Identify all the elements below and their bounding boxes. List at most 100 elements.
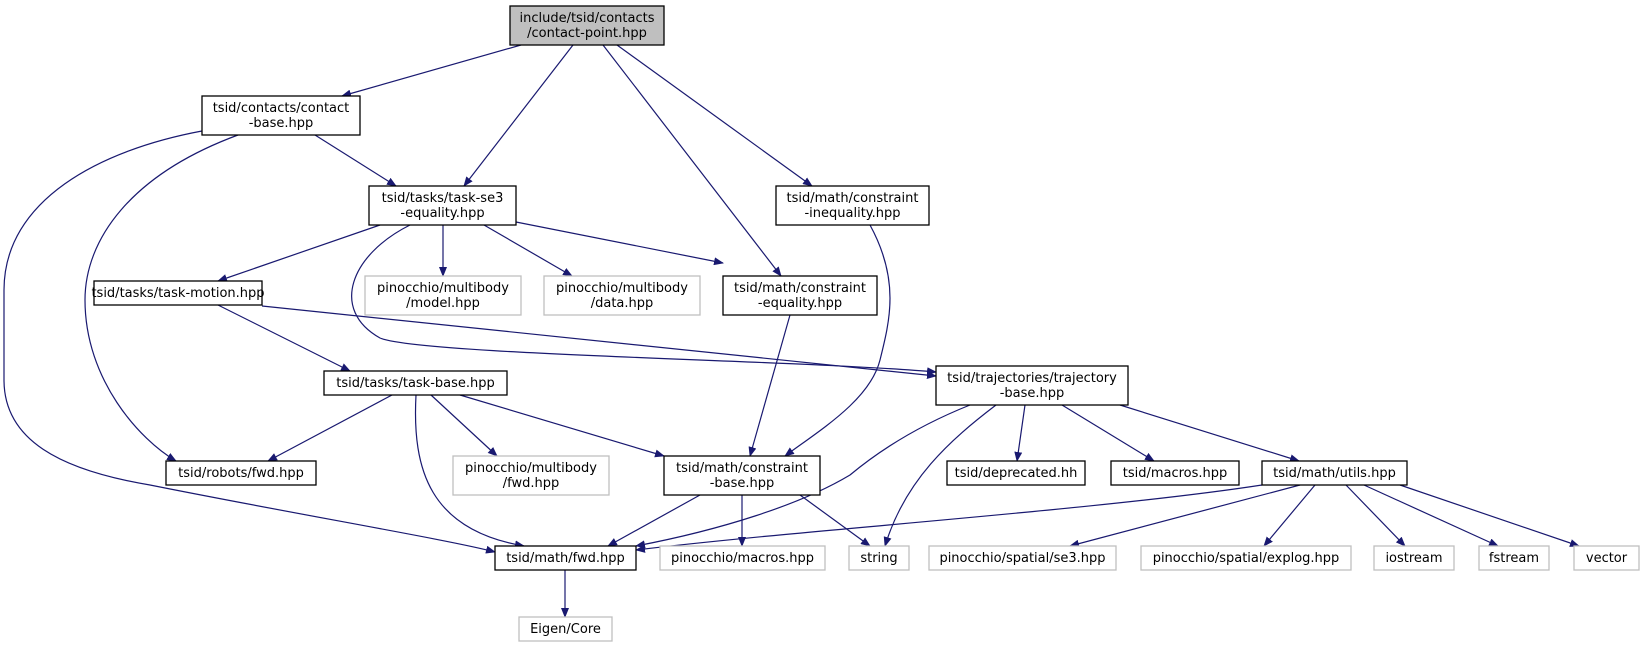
edge-arrow bbox=[459, 394, 665, 458]
node-task-motion[interactable]: tsid/tasks/task-motion.hpp bbox=[91, 280, 265, 306]
node-utils[interactable]: tsid/math/utils.hpp bbox=[1261, 460, 1408, 486]
edge-utils-to-fstream bbox=[1363, 484, 1499, 547]
edge-task-base-to-cbase bbox=[459, 394, 665, 458]
node-ineq[interactable]: tsid/math/constraint-inequality.hpp bbox=[775, 185, 930, 226]
node-robots-fwd[interactable]: tsid/robots/fwd.hpp bbox=[165, 460, 317, 486]
edge-arrow bbox=[1069, 484, 1301, 548]
node-deprecated[interactable]: tsid/deprecated.hh bbox=[946, 460, 1086, 486]
edges-layer bbox=[3, 44, 1580, 618]
node-label-line: pinocchio/multibody bbox=[465, 461, 597, 476]
node-label-line: pinocchio/macros.hpp bbox=[671, 551, 814, 566]
node-fstream: fstream bbox=[1478, 545, 1550, 571]
node-label-line: tsid/math/utils.hpp bbox=[1273, 466, 1396, 481]
node-root[interactable]: include/tsid/contacts/contact-point.hpp bbox=[509, 5, 665, 46]
node-box bbox=[848, 545, 910, 571]
edge-task-se3-to-equality bbox=[515, 221, 724, 266]
edge-arrow bbox=[748, 314, 791, 457]
node-label-line: vector bbox=[1586, 551, 1628, 566]
node-label-line: -inequality.hpp bbox=[804, 206, 900, 221]
edge-task-motion-to-task-base bbox=[217, 304, 351, 372]
edge-arrow bbox=[607, 494, 701, 547]
node-task-base[interactable]: tsid/tasks/task-base.hpp bbox=[323, 370, 508, 396]
edge-traj-base-to-utils bbox=[1119, 404, 1300, 463]
node-label-line: tsid/trajectories/trajectory bbox=[947, 371, 1117, 386]
node-eigen: Eigen/Core bbox=[518, 616, 613, 642]
node-label-line: pinocchio/spatial/explog.hpp bbox=[1153, 551, 1340, 566]
edge-task-motion-to-traj-base bbox=[261, 305, 937, 380]
node-label-line: tsid/math/constraint bbox=[676, 461, 808, 476]
edge-arrow bbox=[1363, 484, 1499, 547]
edge-contact-base-to-robots-fwd bbox=[84, 134, 239, 462]
node-label-line: /fwd.hpp bbox=[503, 476, 560, 491]
edge-cbase-to-math-fwd bbox=[607, 494, 701, 547]
edge-traj-base-to-string bbox=[883, 404, 997, 547]
node-box bbox=[722, 275, 878, 316]
node-box bbox=[659, 545, 826, 571]
node-box bbox=[1110, 460, 1240, 486]
edge-arrow bbox=[1119, 404, 1300, 463]
node-label-line: /data.hpp bbox=[591, 296, 654, 311]
node-math-fwd[interactable]: tsid/math/fwd.hpp bbox=[494, 545, 637, 571]
node-pin-model: pinocchio/multibody/model.hpp bbox=[364, 275, 522, 316]
node-label-line: tsid/tasks/task-se3 bbox=[382, 191, 504, 206]
node-traj-base[interactable]: tsid/trajectories/trajectory-base.hpp bbox=[935, 365, 1129, 406]
edge-task-se3-to-task-motion bbox=[217, 224, 381, 282]
edge-traj-base-to-deprecated bbox=[1014, 404, 1026, 462]
node-box bbox=[946, 460, 1086, 486]
edge-arrow bbox=[267, 394, 393, 462]
node-task-se3[interactable]: tsid/tasks/task-se3-equality.hpp bbox=[368, 185, 517, 226]
edge-arrow bbox=[1014, 404, 1026, 462]
edge-arrow bbox=[3, 130, 496, 554]
node-contact-base[interactable]: tsid/contacts/contact-base.hpp bbox=[201, 95, 361, 136]
node-label-line: include/tsid/contacts bbox=[519, 11, 654, 26]
node-explog: pinocchio/spatial/explog.hpp bbox=[1140, 545, 1352, 571]
edge-arrow bbox=[602, 44, 782, 277]
edge-task-base-to-math-fwd bbox=[414, 394, 525, 549]
edge-task-se3-to-pin-data bbox=[483, 224, 573, 277]
edge-arrow bbox=[463, 44, 574, 187]
edge-arrow bbox=[261, 305, 937, 380]
node-cbase[interactable]: tsid/math/constraint-base.hpp bbox=[663, 455, 821, 496]
edge-arrow bbox=[515, 221, 724, 266]
node-string: string bbox=[848, 545, 910, 571]
node-label-line: tsid/contacts/contact bbox=[213, 101, 350, 116]
node-label-line: -base.hpp bbox=[249, 116, 314, 131]
node-label-line: fstream bbox=[1489, 551, 1539, 566]
node-pin-data: pinocchio/multibody/data.hpp bbox=[543, 275, 701, 316]
node-label-line: Eigen/Core bbox=[530, 622, 601, 637]
node-box bbox=[201, 95, 361, 136]
edge-traj-base-to-math-fwd bbox=[635, 404, 971, 549]
node-label-line: /model.hpp bbox=[406, 296, 480, 311]
node-box bbox=[775, 185, 930, 226]
node-vector: vector bbox=[1573, 545, 1640, 571]
node-pin-fwd: pinocchio/multibody/fwd.hpp bbox=[452, 455, 610, 496]
node-label-line: string bbox=[860, 551, 897, 566]
node-box bbox=[494, 545, 637, 571]
node-equality[interactable]: tsid/math/constraint-equality.hpp bbox=[722, 275, 878, 316]
node-se3: pinocchio/spatial/se3.hpp bbox=[928, 545, 1117, 571]
edge-arrow bbox=[351, 224, 937, 376]
edge-arrow bbox=[217, 304, 351, 372]
node-label-line: tsid/math/fwd.hpp bbox=[506, 551, 625, 566]
node-label-line: pinocchio/multibody bbox=[377, 281, 509, 296]
edge-utils-to-iostream bbox=[1345, 484, 1406, 547]
edge-arrow bbox=[635, 484, 1263, 553]
edge-contact-base-to-task-se3 bbox=[314, 134, 397, 187]
edge-arrow bbox=[1345, 484, 1406, 547]
edge-utils-to-explog bbox=[1263, 484, 1316, 547]
node-label-line: pinocchio/spatial/se3.hpp bbox=[939, 551, 1105, 566]
node-label-line: tsid/macros.hpp bbox=[1123, 466, 1228, 481]
edge-arrow bbox=[314, 134, 397, 187]
node-label-line: -equality.hpp bbox=[758, 296, 842, 311]
node-box bbox=[323, 370, 508, 396]
edge-arrow bbox=[1263, 484, 1316, 547]
node-pin-macros: pinocchio/macros.hpp bbox=[659, 545, 826, 571]
edge-utils-to-math-fwd bbox=[635, 484, 1263, 553]
edge-arrow bbox=[84, 134, 239, 462]
node-label-line: tsid/tasks/task-motion.hpp bbox=[91, 286, 264, 301]
node-box bbox=[452, 455, 610, 496]
edge-arrow bbox=[341, 44, 522, 98]
node-macros[interactable]: tsid/macros.hpp bbox=[1110, 460, 1240, 486]
edge-arrow bbox=[430, 394, 498, 457]
